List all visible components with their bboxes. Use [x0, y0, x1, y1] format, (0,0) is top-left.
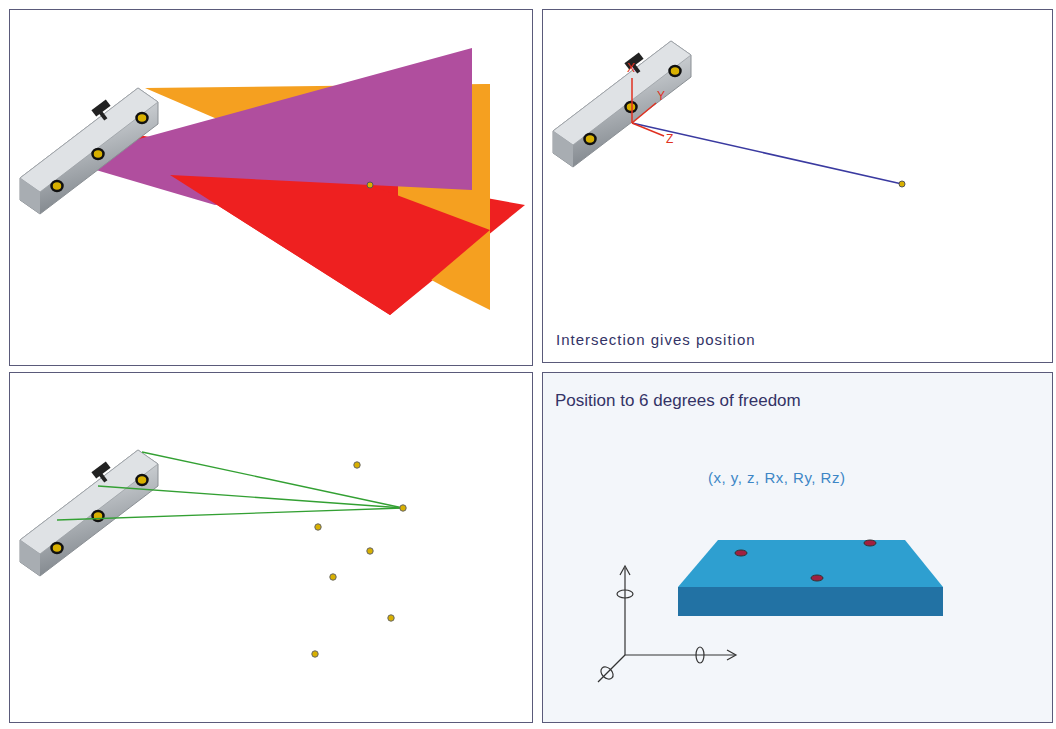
panel-heading: Position to 6 degrees of freedom — [555, 392, 801, 411]
axis-label: Z — [666, 133, 673, 146]
panel-caption: Intersection gives position — [556, 332, 756, 349]
coordinate-list: (x, y, z, Rx, Ry, Rz) — [708, 470, 845, 487]
axis-label: X — [627, 62, 635, 75]
axis-label: Y — [657, 90, 665, 103]
